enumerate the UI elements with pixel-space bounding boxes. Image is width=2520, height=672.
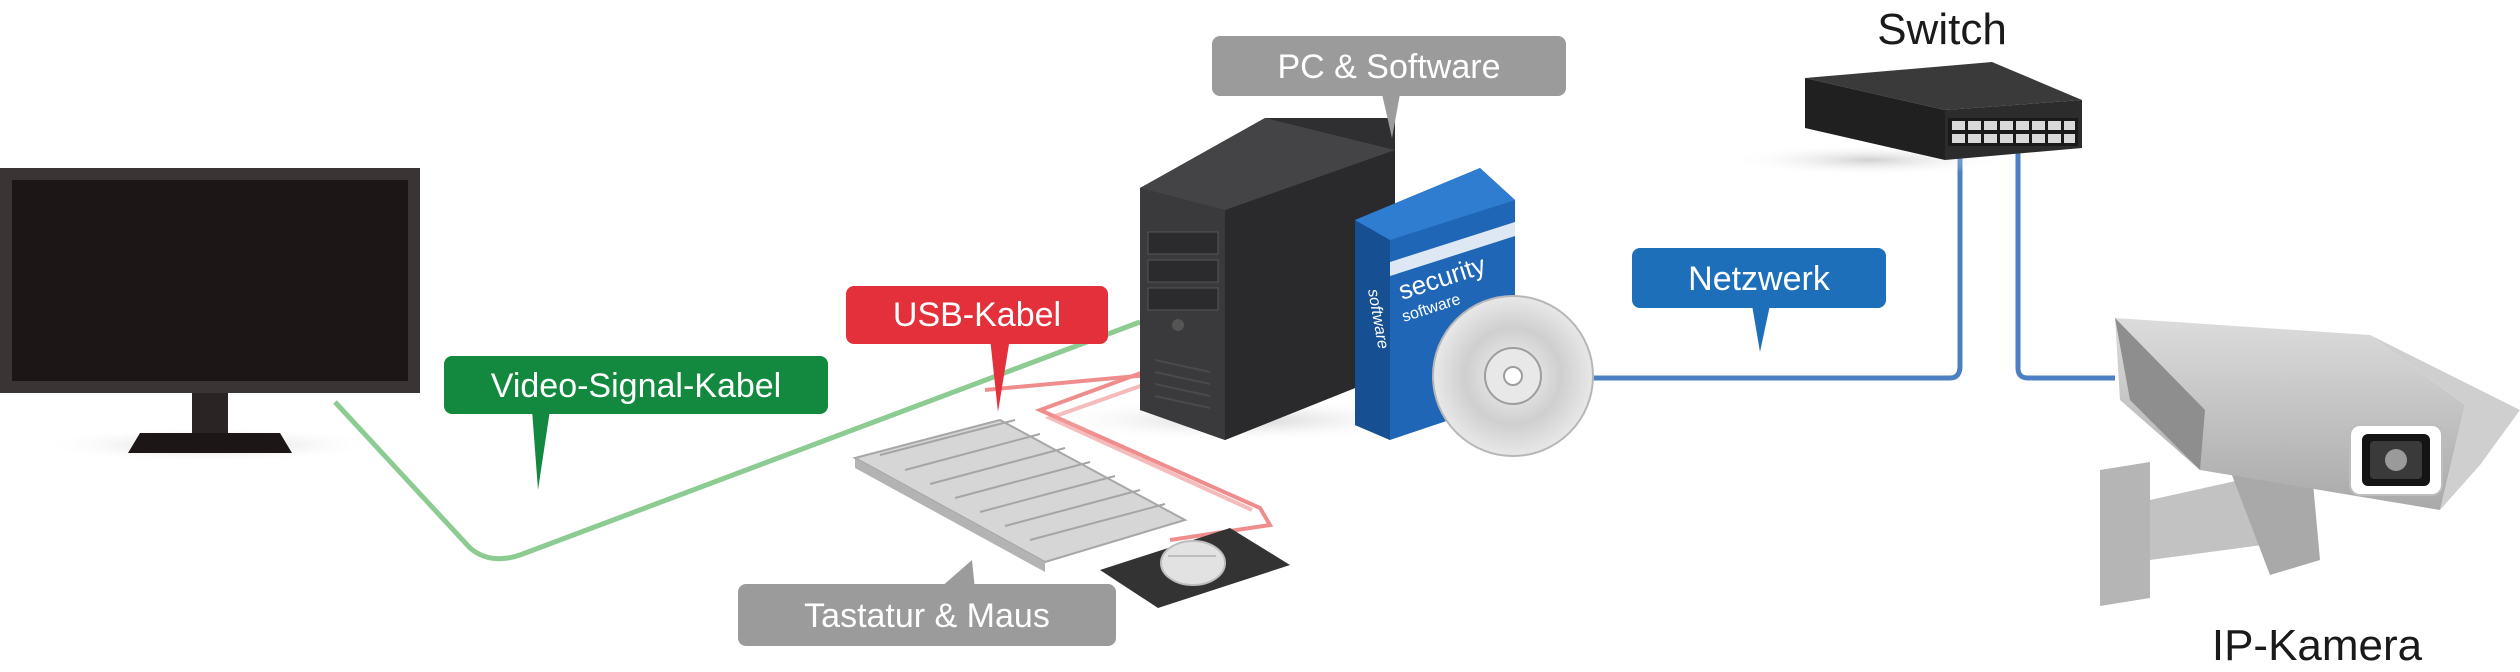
network-cable <box>1585 140 2115 381</box>
callout-tastatur-maus: Tastatur & Maus <box>738 560 1116 646</box>
label-video-signal-kabel: Video-Signal-Kabel <box>491 367 781 405</box>
label-pc-software: PC & Software <box>1278 48 1501 86</box>
keyboard <box>852 418 1188 572</box>
label-tastatur-maus: Tastatur & Maus <box>804 597 1050 635</box>
label-ip-kamera: IP-Kamera <box>2212 621 2423 670</box>
callout-netzwerk: Netzwerk <box>1632 248 1886 352</box>
callout-video-signal-kabel: Video-Signal-Kabel <box>444 356 828 490</box>
callout-usb-kabel: USB-Kabel <box>846 286 1108 412</box>
ip-camera <box>2100 318 2520 606</box>
label-switch: Switch <box>1877 5 2007 54</box>
pc-tower <box>1040 118 1440 442</box>
monitor <box>0 168 420 463</box>
mouse-with-pad <box>1100 528 1290 608</box>
network-switch <box>1730 62 2082 176</box>
callout-pc-software: PC & Software <box>1212 36 1566 138</box>
software-cd <box>1432 295 1594 457</box>
label-netzwerk: Netzwerk <box>1688 260 1831 298</box>
label-usb-kabel: USB-Kabel <box>893 296 1061 334</box>
video-signal-cable <box>333 319 1141 562</box>
